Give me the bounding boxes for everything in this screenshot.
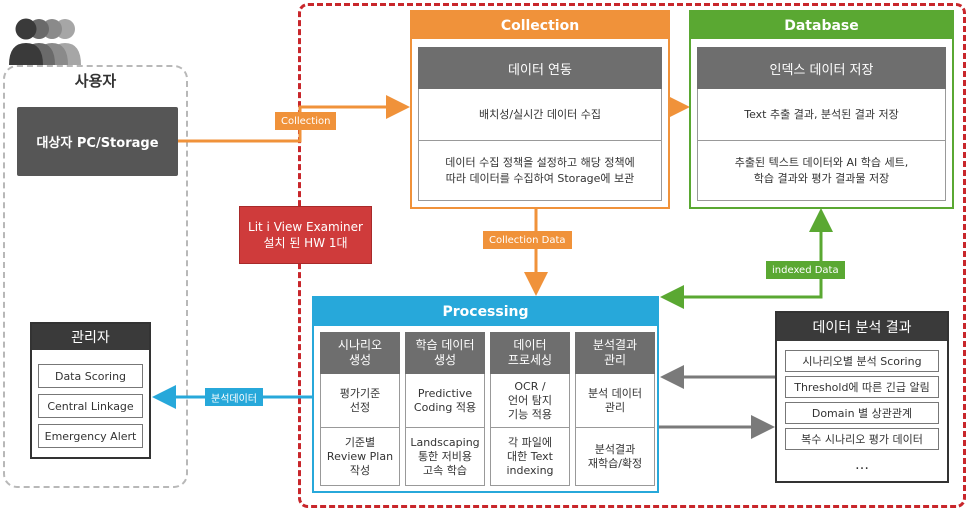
hw-note-box: Lit i View Examiner 설치 된 HW 1대 — [239, 206, 372, 264]
processing-cell: 각 파일에 대한 Text indexing — [490, 428, 570, 486]
processing-column-scenario: 시나리오 생성 평가기준 선정 기준별 Review Plan 작성 — [320, 332, 400, 486]
analysis-result-title: 데이터 분석 결과 — [777, 313, 947, 341]
processing-cell: 분석결과 재학습/확정 — [575, 428, 655, 486]
processing-column-training: 학습 데이터 생성 Predictive Coding 적용 Landscapi… — [405, 332, 485, 486]
processing-cell: 기준별 Review Plan 작성 — [320, 428, 400, 486]
result-item: Threshold에 따른 긴급 알림 — [785, 376, 939, 398]
label-indexed-data: indexed Data — [766, 261, 845, 279]
arrow-db-to-processing — [660, 215, 823, 309]
database-row-2: 추출된 텍스트 데이터와 AI 학습 세트, 학습 결과와 평가 결과물 저장 — [697, 141, 946, 201]
result-item: 시나리오별 분석 Scoring — [785, 350, 939, 372]
result-item: 복수 시나리오 평가 데이터 — [785, 428, 939, 450]
collection-title: Collection — [412, 12, 668, 39]
admin-box: 관리자 Data Scoring Central Linkage Emergen… — [30, 322, 151, 459]
collection-row-2: 데이터 수집 정책을 설정하고 해당 정책에 따라 데이터를 수집하여 Stor… — [418, 141, 662, 201]
pc-storage-box: 대상자 PC/Storage — [17, 107, 178, 176]
processing-col-header: 시나리오 생성 — [320, 332, 400, 374]
database-row-1: Text 추출 결과, 분석된 결과 저장 — [697, 89, 946, 141]
hw-note-line1: Lit i View Examiner — [248, 220, 363, 234]
result-item: Domain 별 상관관계 — [785, 402, 939, 424]
admin-item-data-scoring: Data Scoring — [38, 364, 143, 388]
processing-cell: OCR / 언어 탐지 기능 적용 — [490, 374, 570, 428]
processing-col-header: 분석결과 관리 — [575, 332, 655, 374]
collection-header: 데이터 연동 — [418, 47, 662, 89]
collection-box: Collection 데이터 연동 배치성/실시간 데이터 수집 데이터 수집 … — [410, 10, 670, 209]
database-box: Database 인덱스 데이터 저장 Text 추출 결과, 분석된 결과 저… — [689, 10, 954, 209]
admin-item-emergency-alert: Emergency Alert — [38, 424, 143, 448]
processing-column-results: 분석결과 관리 분석 데이터 관리 분석결과 재학습/확정 — [575, 332, 655, 486]
database-title: Database — [691, 12, 952, 39]
label-analysis-data: 분석데이터 — [205, 388, 263, 406]
user-group-icon — [9, 18, 81, 65]
processing-cell: 평가기준 선정 — [320, 374, 400, 428]
processing-title: Processing — [314, 298, 657, 326]
processing-cell: Predictive Coding 적용 — [405, 374, 485, 428]
label-collection: Collection — [275, 112, 337, 130]
admin-title: 관리자 — [32, 324, 149, 350]
admin-item-central-linkage: Central Linkage — [38, 394, 143, 418]
analysis-result-box: 데이터 분석 결과 시나리오별 분석 Scoring Threshold에 따른… — [775, 311, 949, 483]
database-header: 인덱스 데이터 저장 — [697, 47, 946, 89]
result-more: … — [855, 457, 869, 473]
collection-row-1: 배치성/실시간 데이터 수집 — [418, 89, 662, 141]
processing-column-data: 데이터 프로세싱 OCR / 언어 탐지 기능 적용 각 파일에 대한 Text… — [490, 332, 570, 486]
user-area-title: 사용자 — [74, 72, 117, 90]
processing-box: Processing 시나리오 생성 평가기준 선정 기준별 Review Pl… — [312, 296, 659, 493]
processing-col-header: 데이터 프로세싱 — [490, 332, 570, 374]
user-boundary — [3, 65, 188, 488]
hw-note-line2: 설치 된 HW 1대 — [263, 236, 348, 250]
processing-cell: 분석 데이터 관리 — [575, 374, 655, 428]
processing-cell: Landscaping 통한 저비용 고속 학습 — [405, 428, 485, 486]
processing-col-header: 학습 데이터 생성 — [405, 332, 485, 374]
label-collection-data: Collection Data — [483, 231, 572, 249]
